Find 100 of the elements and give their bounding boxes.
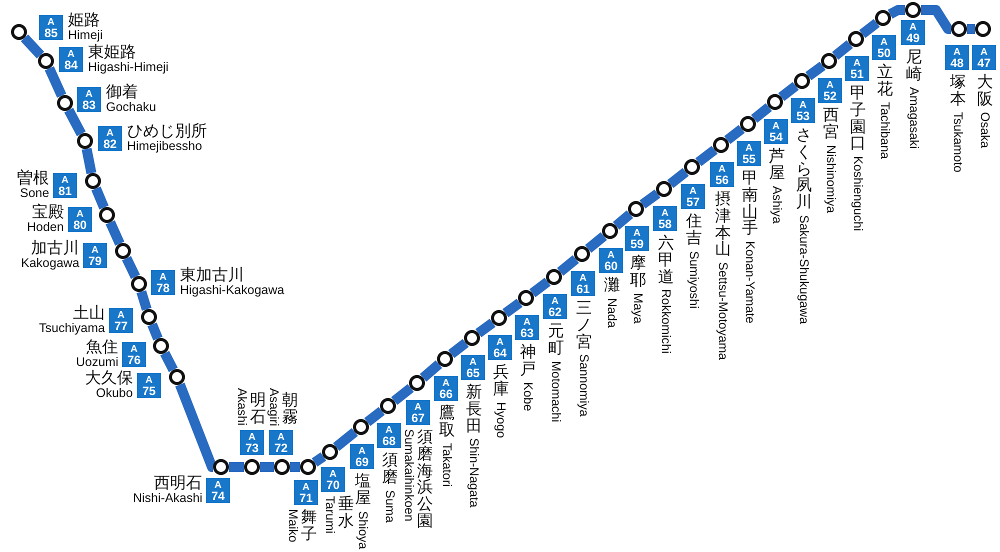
station-marker <box>274 459 290 475</box>
rail-line <box>147 322 163 340</box>
station-name: 曽根 <box>17 170 49 186</box>
station-name: 摂津本山 <box>714 191 732 258</box>
station-code: A 55 <box>737 141 761 166</box>
station-name: 住吉 <box>686 213 702 247</box>
rail-line <box>290 462 300 472</box>
station-marker <box>491 310 507 326</box>
station-name-romaji: Hyogo <box>494 402 507 438</box>
station-code: A 76 <box>122 342 146 367</box>
station-code: A 78 <box>151 270 175 295</box>
station-marker <box>38 53 54 69</box>
station-marker <box>213 459 229 475</box>
station-code: A 47 <box>972 45 996 70</box>
rail-line <box>967 24 975 34</box>
station-name: 宝殿 <box>32 204 64 220</box>
station-marker <box>848 31 864 47</box>
station-marker <box>77 133 93 149</box>
station-name: 兵庫 <box>492 364 510 398</box>
rail-line <box>778 82 799 102</box>
station-name: 西宮 <box>822 107 840 141</box>
station-name: 元町 <box>548 323 564 357</box>
station-code: A 69 <box>350 444 374 469</box>
station-name-romaji: Akashi <box>236 388 248 426</box>
station-marker <box>353 419 369 435</box>
station-name-romaji: Shioya <box>356 511 369 550</box>
station-name-romaji: Rokkomichi <box>660 289 672 354</box>
station-marker <box>300 459 316 475</box>
station-code: A 72 <box>269 430 293 455</box>
station-code: A 54 <box>764 119 788 144</box>
station-name-romaji: Gochaku <box>106 101 156 114</box>
station-marker <box>905 2 921 18</box>
station-code: A 73 <box>240 430 264 455</box>
station-name: 東加古川 <box>180 267 244 283</box>
rail-line <box>20 34 44 58</box>
station-code: A 51 <box>845 56 869 81</box>
station-name: ひめじ別所 <box>127 123 207 139</box>
station-name-romaji: Takatori <box>440 443 453 487</box>
station-name: 魚住 <box>86 339 118 355</box>
station-marker <box>153 338 169 354</box>
station-name-romaji: Nishi-Akashi <box>133 492 202 504</box>
rail-line <box>751 103 772 123</box>
station-name-romaji: Settsu-Motoyama <box>716 262 729 360</box>
rail-line <box>175 382 217 472</box>
station-code: A 71 <box>294 480 318 505</box>
station-code: A 68 <box>377 423 401 448</box>
station-marker <box>767 94 783 110</box>
station-marker <box>85 173 101 189</box>
station-name: 土山 <box>73 305 105 321</box>
station-name: 芦屋 <box>768 148 786 182</box>
station-code: A 60 <box>599 248 623 273</box>
rail-line <box>888 5 905 19</box>
station-marker <box>518 290 534 306</box>
station-name-romaji: Himeji <box>68 29 103 42</box>
station-name-romaji: Tsuchiyama <box>39 322 105 334</box>
station-name-romaji: Okubo <box>96 387 133 400</box>
station-name: 三ノ宮 <box>576 300 592 350</box>
station-name-romaji: Higashi-Kakogawa <box>180 284 284 296</box>
station-marker <box>322 444 338 460</box>
station-name-romaji: Sumakaihinkoen <box>402 429 415 522</box>
station-code: A 50 <box>872 35 896 60</box>
rail-line <box>640 190 660 208</box>
station-name: 朝霧 <box>282 392 298 426</box>
station-marker <box>740 116 756 132</box>
station-marker <box>169 369 185 385</box>
station-marker <box>713 137 729 153</box>
station-code: A 82 <box>98 126 122 151</box>
rail-line <box>364 406 385 426</box>
station-name-romaji: Kobe <box>522 382 534 412</box>
station-marker <box>437 351 453 367</box>
station-name-romaji: Ashiya <box>770 186 783 224</box>
rail-line <box>91 186 109 210</box>
station-name-romaji: Konan-Yamate <box>744 241 756 324</box>
station-code: A 49 <box>901 20 925 45</box>
rail-line <box>667 168 689 188</box>
rail-line <box>229 462 244 472</box>
station-marker <box>546 269 562 285</box>
rail-line <box>724 124 745 144</box>
station-name: 尼崎 <box>906 49 922 83</box>
station-code: A 83 <box>77 87 101 112</box>
station-name: 垂水 <box>338 496 354 530</box>
station-name-romaji: Osaka <box>978 112 991 148</box>
station-name-romaji: Sone <box>20 187 50 200</box>
station-name: 西明石 <box>154 475 202 491</box>
station-name: 御着 <box>106 84 138 100</box>
station-name-romaji: Himejibessho <box>127 140 202 152</box>
rail-line <box>475 318 496 338</box>
rail-line <box>529 278 551 298</box>
station-name-romaji: Tsukamoto <box>952 112 964 172</box>
rail-line <box>260 462 274 472</box>
station-code: A 58 <box>653 206 677 231</box>
station-name-romaji: Higashi-Himeji <box>88 61 169 74</box>
station-name: 大久保 <box>85 370 133 386</box>
station-code: A 57 <box>681 184 705 209</box>
rail-line <box>859 18 880 38</box>
station-code: A 85 <box>39 15 63 40</box>
station-name-romaji: Uozumi <box>76 356 118 368</box>
station-code: A 52 <box>818 78 842 103</box>
station-name: 新長田 <box>466 384 482 434</box>
station-marker <box>684 159 700 175</box>
